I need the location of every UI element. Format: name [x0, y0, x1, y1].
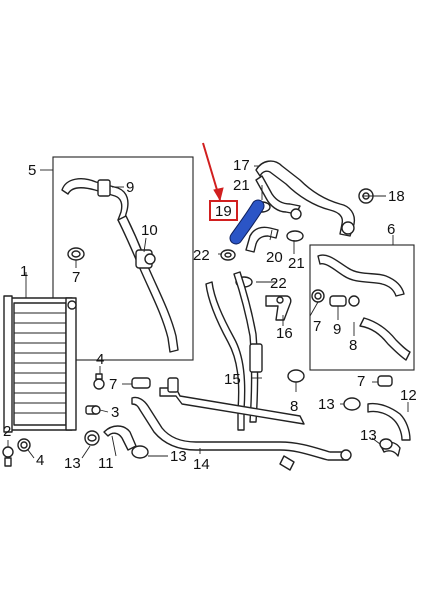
inset-box-5 — [52, 156, 194, 361]
bracket-16 — [265, 295, 292, 321]
clamp-22-top — [220, 249, 236, 261]
callout-4-bottom: 4 — [36, 452, 44, 469]
hose-6-upper — [317, 254, 405, 297]
valve-3 — [85, 405, 101, 415]
callout-2: 2 — [3, 423, 11, 440]
callout-13-right-top: 13 — [318, 396, 335, 413]
callout-9-left: 9 — [126, 179, 134, 196]
callout-17: 17 — [233, 157, 250, 174]
coolant-pipe-17 — [255, 160, 356, 237]
clamp-8-center — [287, 369, 305, 383]
callout-8-center: 8 — [290, 398, 298, 415]
callout-11: 11 — [98, 455, 114, 472]
callouts: 5 1 9 10 7 4 3 2 4 7 13 11 13 14 15 16 2… — [3, 157, 417, 473]
clamp-7-center-left — [131, 377, 151, 389]
clamp-13-right-bottom — [379, 438, 393, 450]
callout-4-top: 4 — [96, 351, 104, 368]
inset-box-6 — [309, 244, 415, 371]
fitting-4a — [93, 373, 105, 390]
clamp-7-lower-right — [377, 375, 393, 387]
clamp-13-right-top — [343, 397, 361, 411]
callout-12: 12 — [400, 387, 417, 404]
bolt-2 — [2, 446, 14, 467]
callout-7-center: 7 — [109, 376, 117, 393]
callout-7-left: 7 — [72, 269, 80, 286]
hose-5-upper — [61, 178, 129, 223]
callout-19: 19 — [215, 203, 232, 220]
callout-16: 16 — [276, 325, 293, 342]
callout-13-bottom: 13 — [170, 448, 187, 465]
o-ring-21-mid — [286, 230, 304, 242]
callout-21-mid: 21 — [288, 255, 305, 272]
callout-7-lower-right: 7 — [357, 373, 365, 390]
clamp-7-left — [67, 247, 85, 261]
callout-22-left: 22 — [193, 247, 210, 264]
highlight-frame-19 — [209, 200, 238, 221]
callout-21-top: 21 — [233, 177, 250, 194]
callout-9-right: 9 — [333, 321, 341, 338]
callout-18: 18 — [388, 188, 405, 205]
hose-20 — [245, 226, 279, 253]
callout-7-right: 7 — [313, 318, 321, 335]
radiator — [3, 295, 77, 433]
callout-3: 3 — [111, 404, 119, 421]
callout-13-left: 13 — [64, 455, 81, 472]
callout-5: 5 — [28, 162, 36, 179]
callout-1: 1 — [20, 263, 28, 280]
callout-22-mid: 22 — [270, 275, 287, 292]
pipe-15 — [205, 271, 263, 431]
callout-10: 10 — [141, 222, 158, 239]
callout-15: 15 — [224, 371, 241, 388]
callout-13-right-bottom: 13 — [360, 427, 377, 444]
callout-20: 20 — [266, 249, 283, 266]
callout-14: 14 — [193, 456, 210, 473]
fitting-9-right — [329, 295, 360, 307]
leader-lines — [7, 165, 409, 459]
clamp-13-bottom — [131, 445, 149, 459]
hose-10 — [117, 215, 179, 353]
hose-19-highlighted — [229, 199, 265, 245]
clamp-13-left — [87, 434, 97, 442]
highlight-marker — [202, 142, 238, 221]
callout-8-right: 8 — [349, 337, 357, 354]
pipe-14 — [131, 377, 352, 471]
clamp-7-right — [311, 289, 325, 303]
hose-6-lower — [359, 317, 411, 361]
plug-4b — [17, 438, 31, 452]
callout-6: 6 — [387, 221, 395, 238]
